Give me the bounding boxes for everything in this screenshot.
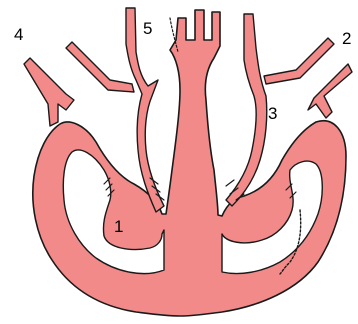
label-five: 5: [143, 20, 152, 37]
vessel-branch-four: [24, 58, 74, 126]
vessel-branch-three: [226, 14, 267, 206]
label-one: 1: [114, 218, 123, 235]
label-three: 3: [268, 105, 277, 122]
vessel-side-branch-left: [66, 42, 134, 92]
vessel-side-branch-right: [264, 38, 334, 84]
label-four: 4: [14, 26, 23, 43]
vessel-branch-two: [308, 64, 352, 118]
vessel-branch-five: [126, 8, 164, 212]
label-two: 2: [342, 30, 351, 47]
